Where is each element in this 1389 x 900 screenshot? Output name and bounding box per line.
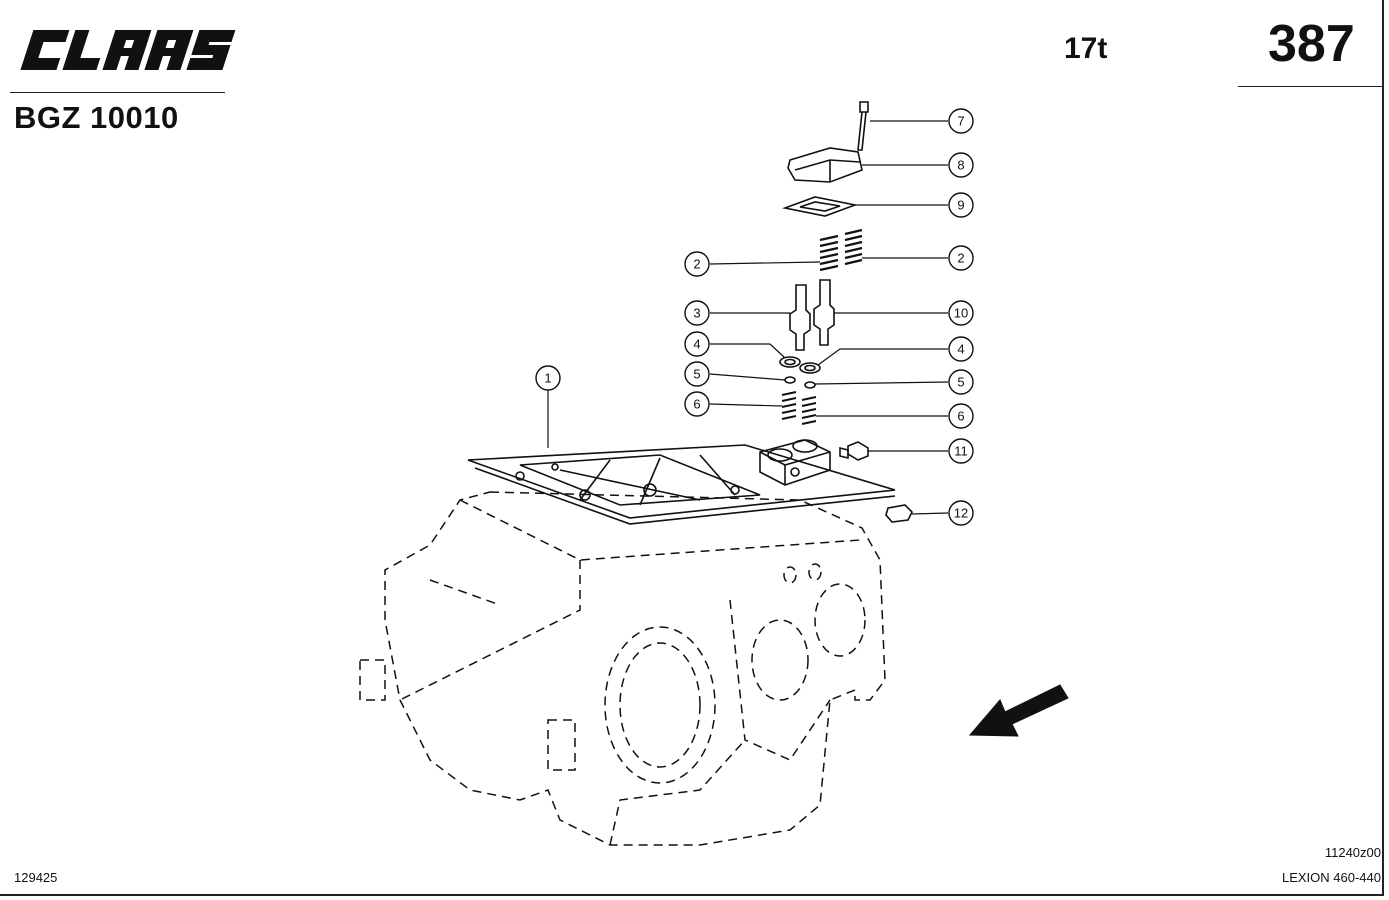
callout-10-label: 10 (954, 306, 968, 321)
valve-spools-parts-3-10 (789, 279, 835, 351)
callout-8-label: 8 (957, 158, 964, 173)
valve-block (759, 439, 831, 486)
footer-drawing-code: 11240z00 (1324, 845, 1381, 860)
callout-6-left-label: 6 (693, 397, 700, 412)
callout-2-left-label: 2 (693, 257, 700, 272)
callout-1: 1 (535, 365, 561, 391)
springs-part-2 (819, 228, 863, 272)
callout-3: 3 (684, 300, 710, 326)
callout-6-right: 6 (948, 403, 974, 429)
footer-left-number: 129425 (14, 870, 58, 885)
callout-4-left-label: 4 (693, 337, 700, 352)
page-number-underline (1238, 86, 1384, 87)
callout-5-left-label: 5 (693, 367, 700, 382)
callout-2-left: 2 (684, 251, 710, 277)
claas-logo (14, 22, 236, 78)
cover-part-8 (787, 147, 863, 183)
gearbox-housing-outline (359, 491, 886, 846)
screw-part-12 (885, 504, 913, 523)
bolt-part-7 (857, 101, 869, 151)
gasket-part-9 (782, 196, 858, 217)
callout-11-label: 11 (954, 444, 968, 459)
o-rings-part-5 (784, 376, 816, 389)
callout-4-left: 4 (684, 331, 710, 357)
callout-11: 11 (948, 438, 974, 464)
logo-underline (10, 92, 225, 93)
callout-6-left: 6 (684, 391, 710, 417)
callout-8: 8 (948, 152, 974, 178)
callout-7-label: 7 (957, 114, 964, 129)
claas-logo-graphic (20, 30, 236, 70)
callout-2-right-label: 2 (957, 251, 964, 266)
cover-plate-part-1 (467, 444, 896, 525)
callout-12: 12 (948, 500, 974, 526)
callout-3-label: 3 (693, 306, 700, 321)
callout-5-right-label: 5 (957, 375, 964, 390)
weight-label: 17t (1064, 32, 1108, 65)
callout-10: 10 (948, 300, 974, 326)
leader-lines (547, 120, 949, 515)
washers-part-4 (779, 356, 821, 374)
callout-1-label: 1 (544, 371, 551, 386)
callout-4-right-label: 4 (957, 342, 964, 357)
springs-part-6 (781, 391, 817, 425)
callout-9-label: 9 (957, 198, 964, 213)
callout-2-right: 2 (948, 245, 974, 271)
callout-9: 9 (948, 192, 974, 218)
diagram-code: BGZ 10010 (14, 100, 179, 135)
callout-12-label: 12 (954, 506, 968, 521)
callout-5-left: 5 (684, 361, 710, 387)
direction-arrow (968, 684, 1069, 737)
footer-model: LEXION 460-440 (1281, 870, 1381, 885)
callout-7: 7 (948, 108, 974, 134)
fitting-part-11 (839, 441, 869, 461)
page-number: 387 (1268, 15, 1355, 73)
callout-6-right-label: 6 (957, 409, 964, 424)
callout-5-right: 5 (948, 369, 974, 395)
callout-4-right: 4 (948, 336, 974, 362)
